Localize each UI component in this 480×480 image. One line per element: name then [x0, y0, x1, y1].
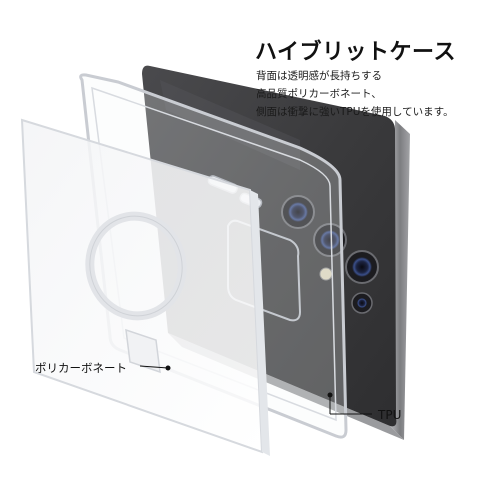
bumper-inner: [91, 86, 337, 422]
tpu-callout-dot: [327, 392, 333, 398]
tpu-label: TPU: [378, 408, 402, 422]
polycarbonate-callout-line: [139, 365, 169, 369]
panel-edge: [250, 190, 270, 456]
description-line: 側面は衝撃に強いTPUを使用しています。: [256, 106, 454, 118]
page-title: ハイブリットケース: [255, 40, 456, 65]
callouts: [139, 365, 372, 415]
polycarbonate-callout-dot: [165, 365, 171, 371]
description-line: 高品質ポリカーボネート、: [256, 88, 382, 100]
polycarbonate-panel: [20, 118, 270, 456]
strap-tab: [125, 328, 161, 374]
camera-module: [281, 195, 379, 314]
polycarbonate-label: ポリカーボネート: [35, 361, 127, 375]
description-line: 背面は透明感が長持ちする: [256, 70, 382, 82]
